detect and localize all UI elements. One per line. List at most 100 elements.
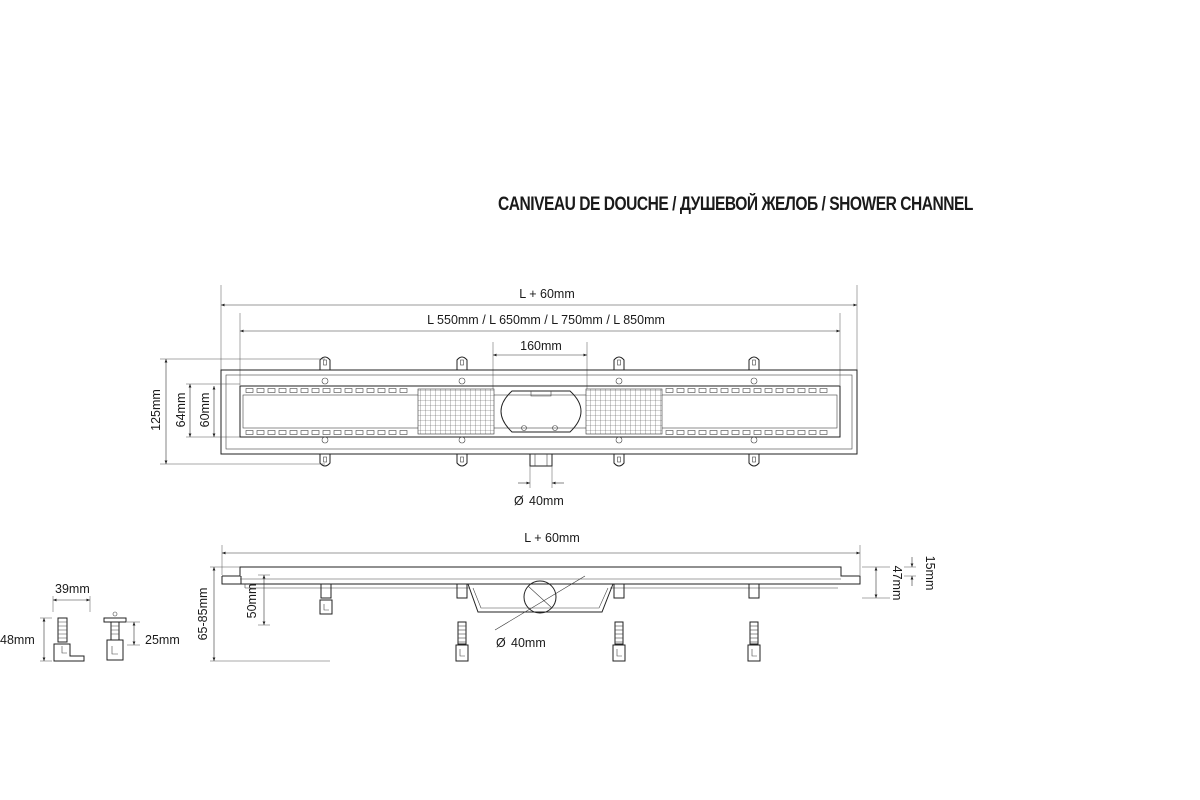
slot — [311, 388, 320, 393]
height-grate-label: 60mm — [198, 393, 212, 428]
lug — [319, 454, 331, 467]
slot — [709, 388, 718, 393]
slot — [808, 430, 817, 435]
slot — [764, 430, 773, 435]
slot — [676, 430, 685, 435]
outlet-cover — [500, 390, 582, 433]
lug — [613, 454, 625, 467]
mesh-left — [417, 388, 495, 435]
center-width-label: 160mm — [520, 339, 562, 353]
lug — [319, 356, 331, 370]
slot — [764, 388, 773, 393]
channel-body-top — [220, 369, 858, 455]
lug — [748, 454, 760, 467]
foot-width-label: 39mm — [55, 582, 90, 596]
slot — [731, 430, 740, 435]
slot — [720, 430, 729, 435]
lug — [456, 454, 468, 467]
slot — [289, 430, 298, 435]
foot-base — [319, 599, 333, 615]
mesh-right — [585, 388, 663, 435]
foot-screw — [614, 621, 624, 645]
slot — [388, 388, 397, 393]
slot — [808, 388, 817, 393]
side-outlet-diameter-symbol: Ø — [496, 636, 506, 650]
side-view: L + 60mm Ø 40mm 47mm 15mm 65-85mm — [196, 531, 937, 662]
slot — [300, 388, 309, 393]
foot-detail-b — [103, 611, 127, 661]
top-view: L + 60mm L 550mm / L 650mm / L 750mm / L… — [149, 285, 858, 508]
sump — [467, 583, 614, 613]
foot-screw — [749, 621, 759, 645]
slot — [278, 388, 287, 393]
screw-hole — [615, 436, 623, 444]
slot — [333, 430, 342, 435]
foot-bracket — [320, 583, 332, 599]
adjustable-feet — [319, 583, 761, 662]
slot — [775, 388, 784, 393]
slot — [322, 388, 331, 393]
slot — [698, 388, 707, 393]
slot — [399, 388, 408, 393]
height-flange-label: 15mm — [923, 556, 937, 591]
slot — [267, 388, 276, 393]
slot-row-bottom — [245, 430, 828, 435]
slot — [742, 388, 751, 393]
outlet-diameter-symbol: Ø — [514, 494, 524, 508]
screw-hole — [750, 436, 758, 444]
foot-detail-a — [53, 617, 85, 662]
slot — [731, 388, 740, 393]
lengths-label: L 550mm / L 650mm / L 750mm / L 850mm — [427, 313, 665, 327]
slot — [344, 430, 353, 435]
slot — [300, 430, 309, 435]
mounting-lugs — [319, 356, 760, 467]
height-inner-label: 64mm — [174, 393, 188, 428]
foot-bracket — [748, 583, 760, 599]
slot — [399, 430, 408, 435]
slot — [742, 430, 751, 435]
slot — [775, 430, 784, 435]
slot — [388, 430, 397, 435]
slot — [366, 388, 375, 393]
foot-height-b-label: 25mm — [145, 633, 180, 647]
slot — [753, 388, 762, 393]
slot — [709, 430, 718, 435]
lug — [748, 356, 760, 370]
foot-bracket — [613, 583, 625, 599]
slot — [687, 430, 696, 435]
drawing-title: CANIVEAU DE DOUCHE / ДУШЕВОЙ ЖЕЛОБ / SHO… — [498, 194, 973, 215]
slot — [819, 430, 828, 435]
height-total-label: 65-85mm — [196, 588, 210, 641]
slot — [665, 388, 674, 393]
slot — [245, 388, 254, 393]
height-side-label: 47mm — [890, 566, 904, 601]
lug — [456, 356, 468, 370]
foot-base — [747, 644, 761, 662]
outlet-pipe — [529, 453, 553, 467]
slot — [676, 388, 685, 393]
lug — [613, 356, 625, 370]
overall-length-label: L + 60mm — [519, 287, 574, 301]
outlet-diameter-label: 40mm — [529, 494, 564, 508]
slot — [355, 430, 364, 435]
slot — [687, 388, 696, 393]
foot-height-a-label: 48mm — [0, 633, 35, 647]
slot — [278, 430, 287, 435]
slot — [797, 388, 806, 393]
screw-hole — [750, 377, 758, 385]
slot — [256, 388, 265, 393]
slot — [377, 430, 386, 435]
slot-row-top — [245, 388, 828, 393]
slot — [245, 430, 254, 435]
slot — [322, 430, 331, 435]
channel-body-side — [221, 566, 861, 585]
foot-base — [455, 644, 469, 662]
grate — [239, 385, 841, 438]
height-body-label: 50mm — [245, 584, 259, 619]
foot-details: 39mm 48mm 25mm — [0, 582, 180, 662]
foot-screw — [457, 621, 467, 645]
slot — [355, 388, 364, 393]
screw-hole — [458, 377, 466, 385]
slot — [786, 430, 795, 435]
